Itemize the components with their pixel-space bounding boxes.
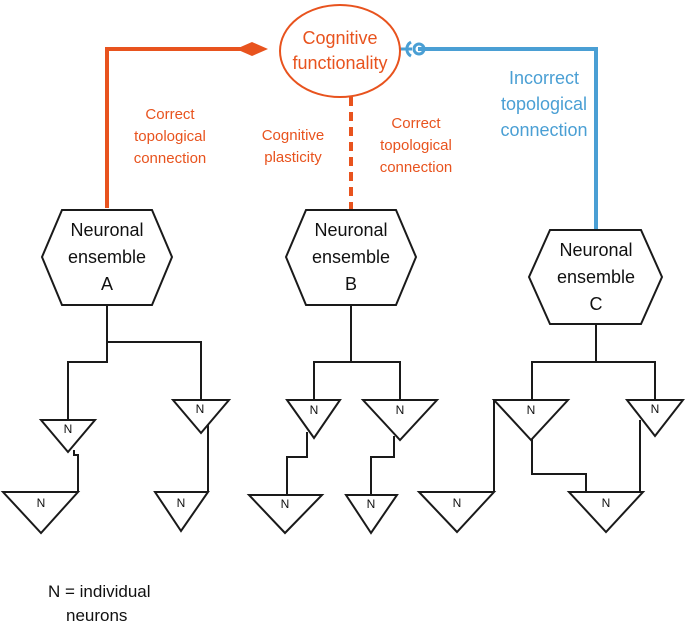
socket-connector: [405, 40, 412, 58]
label-correct-topological-b: Correct topological connection: [380, 115, 453, 176]
diamond-connector: [236, 42, 268, 56]
ensemble-label-line1: Neuronal: [559, 240, 632, 260]
label-line: topological: [134, 128, 206, 145]
neuron-c3: N: [416, 491, 497, 534]
neurons: N N N N N N N N: [0, 399, 685, 535]
center-label-line1: Cognitive: [302, 28, 377, 48]
neuron-label: N: [602, 496, 611, 510]
neuron-a3: N: [0, 491, 81, 535]
ensemble-c: Neuronal ensemble C: [527, 229, 664, 325]
label-line: topological: [501, 94, 587, 114]
neuron-a4: N: [153, 491, 210, 533]
label-incorrect-topological-c: Incorrect topological connection: [500, 68, 587, 140]
neuron-label: N: [453, 496, 462, 510]
label-line: Cognitive: [262, 127, 325, 144]
ensemble-label-line3: C: [590, 294, 603, 314]
label-line: plasticity: [264, 149, 322, 166]
neuron-b2: N: [360, 399, 440, 442]
ensemble-b: Neuronal ensemble B: [284, 209, 418, 306]
ball-connector: [412, 42, 426, 56]
legend: N = individual neurons: [48, 580, 151, 628]
connection-a-correct: [105, 42, 268, 208]
cognitive-functionality-node: Cognitive functionality: [279, 4, 401, 98]
label-line: connection: [500, 120, 587, 140]
label-line: topological: [380, 137, 452, 154]
neuron-tree-b-wiring: [286, 305, 401, 495]
label-cognitive-plasticity: Cognitive plasticity: [262, 127, 325, 166]
ensemble-label-line3: A: [101, 274, 113, 294]
neuron-c1: N: [491, 399, 571, 442]
neuron-c4: N: [566, 491, 646, 534]
ensemble-a: Neuronal ensemble A: [40, 209, 174, 306]
ensemble-label-line1: Neuronal: [314, 220, 387, 240]
legend-line2: neurons: [66, 606, 128, 625]
legend-line1: N = individual: [48, 582, 151, 601]
center-label-line2: functionality: [292, 53, 387, 73]
label-line: connection: [134, 150, 207, 167]
neuron-a1: N: [38, 419, 98, 454]
ensemble-label-line3: B: [345, 274, 357, 294]
neuron-label: N: [196, 402, 205, 416]
label-line: connection: [380, 159, 453, 176]
neuron-b4: N: [344, 494, 399, 535]
neuron-a2: N: [170, 399, 232, 435]
neuron-label: N: [177, 496, 186, 510]
neuron-label: N: [64, 422, 73, 436]
label-line: Correct: [391, 115, 441, 132]
ensemble-label-line2: ensemble: [557, 267, 635, 287]
neuron-label: N: [527, 403, 536, 417]
label-line: Correct: [145, 106, 195, 123]
neuron-label: N: [651, 402, 660, 416]
ensemble-label-line2: ensemble: [312, 247, 390, 267]
neuron-b3: N: [246, 494, 325, 535]
neuron-label: N: [396, 403, 405, 417]
label-line: Incorrect: [509, 68, 579, 88]
neuron-label: N: [310, 403, 319, 417]
neuron-c2: N: [624, 399, 685, 438]
neuron-label: N: [37, 496, 46, 510]
neuron-tree-a-wiring: [67, 305, 209, 492]
label-correct-topological-a: Correct topological connection: [134, 106, 207, 167]
connection-c-incorrect: [400, 40, 598, 230]
neuron-label: N: [281, 497, 290, 511]
ensemble-label-line1: Neuronal: [70, 220, 143, 240]
ensemble-label-line2: ensemble: [68, 247, 146, 267]
neuron-b1: N: [285, 399, 342, 440]
neuron-label: N: [367, 497, 376, 511]
